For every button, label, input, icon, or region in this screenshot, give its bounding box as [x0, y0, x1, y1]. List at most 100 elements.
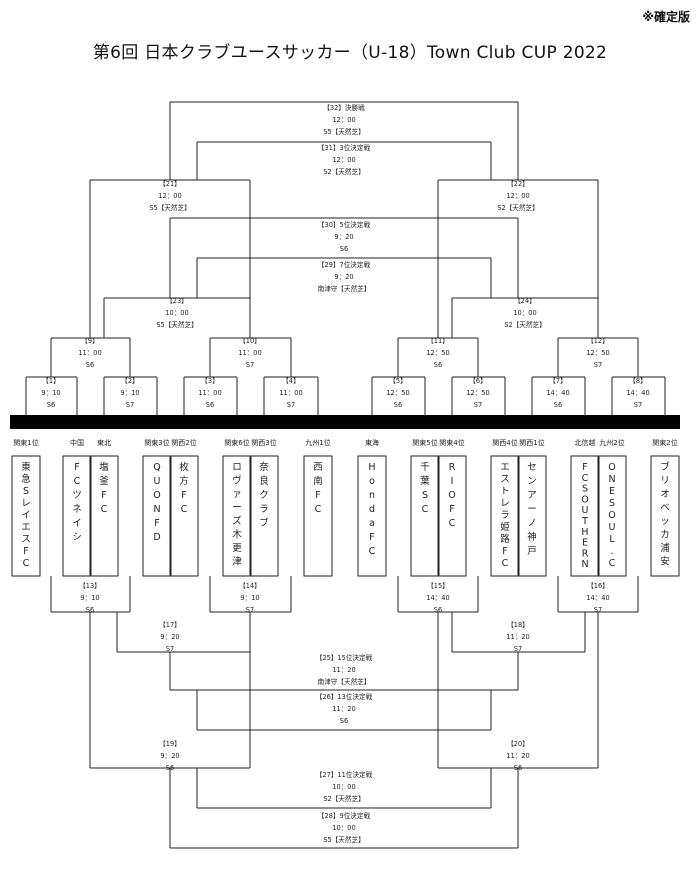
ninth-place-match-venue: S5【天然芝】: [323, 835, 364, 844]
final-version-note: ※確定版: [642, 10, 690, 24]
match-10-number: 【10】: [239, 337, 261, 345]
team-box: [142, 455, 172, 577]
match-5-time: 12：50: [386, 389, 409, 397]
team-box: [169, 455, 199, 577]
match-17-number: 【17】: [159, 621, 181, 629]
match-16-number: 【16】: [587, 582, 609, 590]
third-place-match-title: 【31】3位決定戦: [318, 143, 371, 152]
match-3-venue: S6: [206, 401, 214, 409]
match-12-time: 12：50: [586, 349, 609, 357]
team-region: 関東5位: [412, 438, 437, 447]
match-11-time: 12：50: [426, 349, 449, 357]
match-1-number: 【1】: [42, 377, 59, 385]
team-region: 関西3位: [251, 438, 276, 447]
match-14-time: 9：10: [240, 594, 259, 602]
match-11-venue: S6: [434, 361, 442, 369]
match-1-venue: S6: [47, 401, 55, 409]
match-9-time: 11：00: [78, 349, 101, 357]
match-10-venue: S7: [246, 361, 254, 369]
ninth-place-match-time: 10：00: [332, 824, 355, 832]
divider-bar: [10, 415, 680, 429]
team-region: 関西2位: [171, 438, 196, 447]
thirteenth-place-match-time: 11：20: [332, 705, 355, 713]
team-box: [650, 455, 680, 577]
match-22-time: 12：00: [506, 192, 529, 200]
team-region: 関東6位: [224, 438, 249, 447]
match-12-venue: S7: [594, 361, 602, 369]
team-name: ブリオベッカ浦安: [660, 461, 670, 568]
match-3-time: 11：00: [198, 389, 221, 397]
match-24-time: 10：00: [513, 309, 536, 317]
seventh-place-match-venue: 南津守【天然芝】: [318, 284, 371, 293]
match-21-time: 12：00: [158, 192, 181, 200]
match-13-venue: S6: [86, 606, 94, 614]
match-15-number: 【15】: [427, 582, 449, 590]
match-9-venue: S6: [86, 361, 94, 369]
fifth-place-match-time: 9：20: [334, 233, 353, 241]
match-21-venue: S5【天然芝】: [149, 203, 190, 212]
match-19-time: 9：20: [160, 752, 179, 760]
match-4-time: 11：00: [279, 389, 302, 397]
match-20-time: 11：20: [506, 752, 529, 760]
fifth-place-match-venue: S6: [340, 245, 348, 253]
match-10-time: 11：00: [238, 349, 261, 357]
team-name: 奈良クラブ: [259, 461, 269, 529]
team-box: [437, 455, 467, 577]
third-place-match-venue: S2【天然芝】: [323, 167, 364, 176]
team-region: 関西4位: [492, 438, 517, 447]
final-match-time: 12：00: [332, 116, 355, 124]
match-22-number: 【22】: [507, 180, 529, 188]
thirteenth-place-match-title: 【26】13位決定戦: [316, 692, 373, 701]
team-box: [357, 455, 387, 577]
match-6-number: 【6】: [469, 377, 486, 385]
match-2-time: 9：10: [120, 389, 139, 397]
final-match-title: 【32】決勝戦: [323, 103, 365, 112]
match-15-venue: S6: [434, 606, 442, 614]
match-15-time: 14：40: [426, 594, 449, 602]
match-8-time: 14：40: [626, 389, 649, 397]
team-box: [11, 455, 41, 577]
match-21-number: 【21】: [159, 180, 181, 188]
team-region: 九州1位: [305, 438, 330, 447]
team-region: 関東1位: [13, 438, 38, 447]
eleventh-place-match-title: 【27】11位決定戦: [316, 770, 373, 779]
team-box: [303, 455, 333, 577]
team-region: 北信越: [575, 438, 596, 447]
match-9-number: 【9】: [81, 337, 98, 345]
match-17-time: 9：20: [160, 633, 179, 641]
match-5-number: 【5】: [389, 377, 406, 385]
match-18-number: 【18】: [507, 621, 529, 629]
thirteenth-place-match-venue: S6: [340, 717, 348, 725]
team-region: 関東2位: [652, 438, 677, 447]
seventh-place-match-title: 【29】7位決定戦: [318, 260, 371, 269]
team-region: 東北: [97, 438, 111, 447]
team-box: [62, 455, 92, 577]
match-12-number: 【12】: [587, 337, 609, 345]
match-4-venue: S7: [287, 401, 295, 409]
match-2-venue: S7: [126, 401, 134, 409]
team-region: 中国: [70, 438, 84, 447]
team-box: [410, 455, 440, 577]
match-13-time: 9：10: [80, 594, 99, 602]
match-1-time: 9：10: [41, 389, 60, 397]
fifth-place-match-title: 【30】5位決定戦: [318, 220, 371, 229]
match-14-venue: S7: [246, 606, 254, 614]
team-box: [597, 455, 627, 577]
match-8-number: 【8】: [629, 377, 646, 385]
team-region: 東海: [365, 438, 379, 447]
match-8-venue: S7: [634, 401, 642, 409]
match-22-venue: S2【天然芝】: [497, 203, 538, 212]
team-box: [490, 455, 520, 577]
match-23-number: 【23】: [166, 297, 188, 305]
eleventh-place-match-venue: S2【天然芝】: [323, 794, 364, 803]
match-24-venue: S2【天然芝】: [504, 320, 545, 329]
match-17-venue: S7: [166, 645, 174, 653]
